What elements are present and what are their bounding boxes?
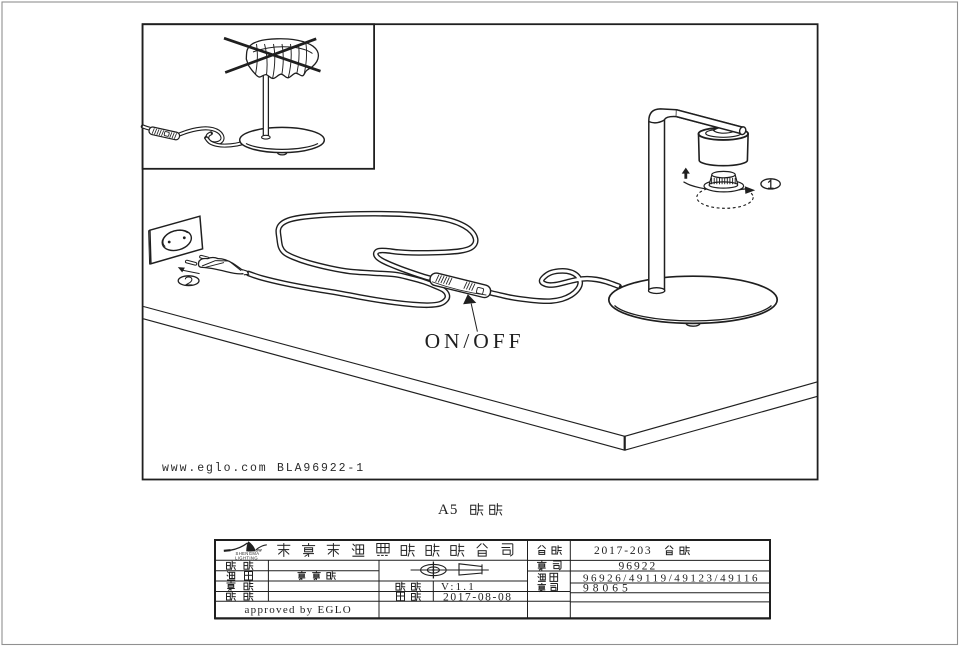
svg-text:DW: DW [256, 548, 263, 552]
svg-text:96922: 96922 [619, 560, 658, 572]
svg-text:96926/49119/49123/49116: 96926/49119/49123/49116 [583, 573, 760, 585]
svg-text:2017-203: 2017-203 [594, 545, 652, 557]
svg-text:2017-08-08: 2017-08-08 [443, 592, 513, 604]
svg-text:V:1.1: V:1.1 [441, 581, 476, 593]
svg-text:A5: A5 [438, 502, 458, 518]
svg-text:LIGHTING: LIGHTING [235, 555, 258, 560]
svg-text:www.eglo.com: www.eglo.com [162, 462, 268, 475]
svg-text:SHENGMA: SHENGMA [236, 551, 260, 556]
svg-text:98065: 98065 [583, 582, 632, 594]
svg-text:BLA96922-1: BLA96922-1 [277, 462, 365, 475]
svg-text:ON/OFF: ON/OFF [425, 329, 525, 353]
svg-text:approved by EGLO: approved by EGLO [245, 604, 353, 616]
